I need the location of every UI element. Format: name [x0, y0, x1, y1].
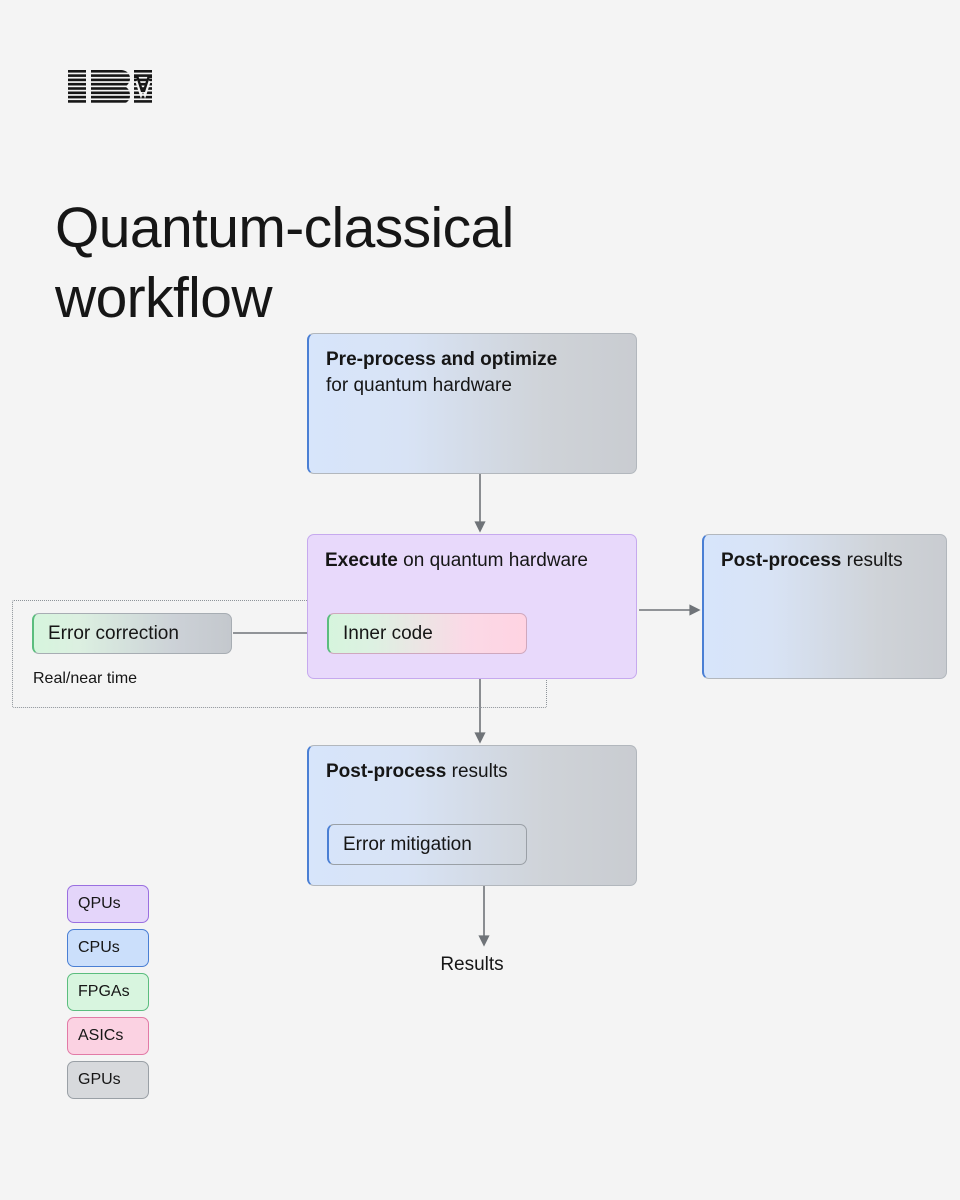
node-postprocess-bottom-title-rest: results	[446, 761, 508, 782]
node-postprocess-bottom-title-bold: Post-process	[326, 761, 447, 782]
subnode-inner-code-label: Inner code	[343, 622, 433, 644]
node-execute-title-bold: Execute	[325, 550, 398, 571]
node-postprocess-right-title-bold: Post-process	[721, 550, 842, 571]
legend-item-asics[interactable]: ASICs	[67, 1017, 149, 1055]
realtime-region-label: Real/near time	[33, 670, 138, 687]
legend-item-fpgas[interactable]: FPGAs	[67, 973, 149, 1011]
legend-item-cpus-label: CPUs	[78, 939, 120, 956]
subnode-error-correction[interactable]: Error correction	[32, 613, 232, 654]
legend-item-qpus[interactable]: QPUs	[67, 885, 149, 923]
node-postprocess-right-title: Post-process results	[721, 548, 903, 574]
legend-item-qpus-label: QPUs	[78, 895, 121, 912]
legend-item-asics-label: ASICs	[78, 1027, 124, 1044]
legend-item-fpgas-label: FPGAs	[78, 983, 130, 1000]
legend-item-gpus[interactable]: GPUs	[67, 1061, 149, 1099]
node-postprocess-bottom[interactable]: Post-process results	[307, 745, 637, 886]
legend-item-cpus[interactable]: CPUs	[67, 929, 149, 967]
node-postprocess-right[interactable]: Post-process results	[702, 534, 947, 679]
node-preprocess[interactable]: Pre-process and optimize for quantum har…	[307, 333, 637, 474]
subnode-error-mitigation-label: Error mitigation	[343, 833, 472, 855]
node-preprocess-subtitle: for quantum hardware	[326, 375, 512, 396]
subnode-error-correction-label: Error correction	[48, 622, 179, 644]
subnode-inner-code[interactable]: Inner code	[327, 613, 527, 654]
node-execute[interactable]: Execute on quantum hardware	[307, 534, 637, 679]
legend-item-gpus-label: GPUs	[78, 1071, 121, 1088]
node-preprocess-title: Pre-process and optimize for quantum har…	[326, 347, 557, 399]
node-execute-title-rest: on quantum hardware	[397, 550, 588, 571]
legend: QPUs CPUs FPGAs ASICs GPUs	[67, 885, 149, 1105]
page-title: Quantum-classical workflow	[55, 196, 514, 331]
ibm-logo	[68, 70, 152, 104]
node-execute-title: Execute on quantum hardware	[325, 548, 588, 574]
node-postprocess-right-title-rest: results	[841, 550, 903, 571]
results-label: Results	[440, 954, 504, 975]
subnode-error-mitigation[interactable]: Error mitigation	[327, 824, 527, 865]
node-postprocess-bottom-title: Post-process results	[326, 759, 508, 785]
node-preprocess-title-bold: Pre-process and optimize	[326, 349, 558, 370]
